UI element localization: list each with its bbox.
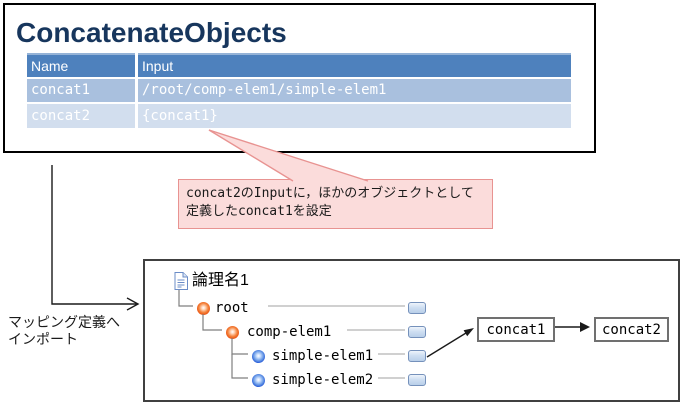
callout-text-line2: 定義したconcat1を設定 bbox=[186, 204, 332, 219]
definition-table: Name Input concat1 /root/comp-elem1/simp… bbox=[27, 53, 571, 128]
column-header-name: Name bbox=[27, 53, 135, 77]
tree-node-simple-elem1: simple-elem1 bbox=[272, 348, 374, 364]
annotation-callout: concat2のInputに，ほかのオブジェクトとして 定義したconcat1を… bbox=[178, 179, 493, 229]
table-cell-row2-input: {concat1} bbox=[138, 104, 571, 128]
port-icon bbox=[408, 302, 426, 314]
port-icon bbox=[408, 374, 426, 386]
column-header-input: Input bbox=[138, 53, 571, 77]
simple-element-icon bbox=[252, 350, 265, 363]
complex-element-icon bbox=[197, 302, 210, 315]
callout-text-line1: concat2のInputに，ほかのオブジェクトとして bbox=[186, 186, 474, 201]
mapping-definition-panel: 論理名1 root comp-elem1 simple-elem1 simple… bbox=[143, 259, 680, 402]
table-cell-row1-input: /root/comp-elem1/simple-elem1 bbox=[138, 79, 571, 102]
table-cell-row2-name: concat2 bbox=[27, 104, 135, 128]
mapping-box-concat2: concat2 bbox=[594, 317, 669, 342]
import-label-line1: マッピング定義へ bbox=[8, 314, 120, 330]
port-icon bbox=[408, 326, 426, 338]
import-label-line2: インポート bbox=[8, 331, 78, 347]
import-arrow bbox=[51, 165, 137, 305]
tree-document-label: 論理名1 bbox=[192, 272, 249, 289]
document-icon bbox=[174, 272, 188, 295]
tree-node-simple-elem2: simple-elem2 bbox=[272, 372, 374, 388]
mapping-box-concat1: concat1 bbox=[477, 317, 555, 342]
import-arrow-label: マッピング定義へ インポート bbox=[8, 314, 120, 348]
simple-element-icon bbox=[252, 374, 265, 387]
tree-node-comp-elem1: comp-elem1 bbox=[247, 324, 332, 340]
concatenate-objects-box: ConcatenateObjects Name Input concat1 /r… bbox=[3, 3, 596, 153]
complex-element-icon bbox=[226, 326, 239, 339]
page-title: ConcatenateObjects bbox=[16, 17, 287, 48]
port-icon bbox=[408, 350, 426, 362]
tree-node-root: root bbox=[215, 300, 249, 316]
table-cell-row1-name: concat1 bbox=[27, 79, 135, 102]
